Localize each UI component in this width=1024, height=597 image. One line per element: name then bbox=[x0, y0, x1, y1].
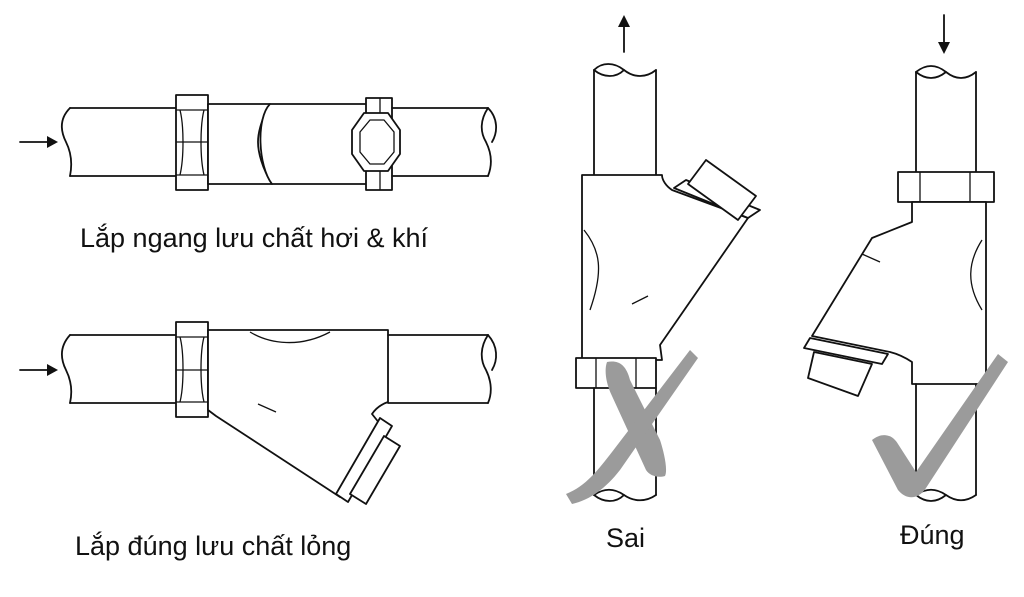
strainer-vertical-wrong-figure bbox=[566, 15, 761, 504]
strainer-horizontal-figure bbox=[19, 94, 497, 191]
check-mark-icon bbox=[872, 354, 1008, 498]
flow-arrow-up-icon bbox=[618, 15, 630, 53]
strainer-liquid-figure bbox=[19, 321, 497, 505]
horizontal-gas-install-caption: Lắp ngang lưu chất hơi & khí bbox=[80, 223, 429, 253]
flow-arrow-down-icon bbox=[938, 14, 950, 54]
flow-arrow-right-icon bbox=[19, 136, 58, 148]
flow-arrow-right-icon bbox=[19, 364, 58, 376]
cross-mark-icon bbox=[566, 350, 698, 504]
liquid-install-caption: Lắp đúng lưu chất lỏng bbox=[75, 531, 352, 561]
wrong-caption: Sai bbox=[606, 523, 646, 553]
right-caption: Đúng bbox=[900, 520, 965, 550]
strainer-vertical-right-figure bbox=[803, 14, 1008, 502]
